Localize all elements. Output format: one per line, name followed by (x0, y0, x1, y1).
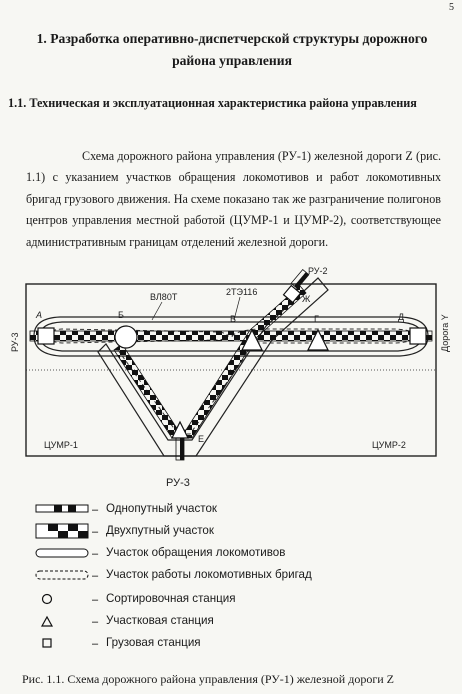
station-v-label: В (230, 314, 236, 324)
legend-label: Участок обращения локомотивов (106, 546, 286, 559)
legend-label: Участковая станция (106, 614, 214, 627)
legend-item: – Участок работы локомотивных бригад (34, 566, 434, 584)
svg-text:–: – (92, 504, 99, 516)
figure-caption: Рис. 1.1. Схема дорожного района управле… (22, 672, 395, 686)
station-g-label: Г (314, 314, 319, 324)
svg-text:–: – (92, 526, 99, 538)
legend-label: Грузовая станция (106, 636, 201, 649)
page-number: 5 (449, 2, 454, 13)
crew-section-dashed-outline-icon: – (34, 566, 100, 584)
railway-network-diagram: РУ-3 Дорога Y РУ-2 А Б В Г Д Ж Е ВЛ80Т 2… (10, 266, 450, 489)
locomotive-label-vl80t: ВЛ80Т (150, 292, 178, 302)
station-e-label: Е (198, 434, 204, 444)
zone-label-cumr1: ЦУМР-1 (44, 440, 78, 450)
double-track-line-icon: – (34, 522, 100, 540)
legend-item: – Сортировочная станция (34, 590, 434, 608)
circle-icon: – (34, 590, 100, 608)
locomotive-label-2te116: 2ТЭ116 (226, 287, 257, 297)
locomotive-section-outline-icon: – (34, 544, 100, 562)
legend-item: – Однопутный участок (34, 500, 434, 518)
svg-text:–: – (92, 594, 99, 606)
station-v-triangle-icon (241, 328, 263, 351)
legend-item: – Участок обращения локомотивов (34, 544, 434, 562)
double-track-lines (29, 285, 433, 439)
single-track-lines (175, 268, 310, 461)
triangle-icon: – (34, 612, 100, 630)
station-d-square-icon (409, 327, 427, 345)
station-d-label: Д (398, 312, 404, 322)
subsection-heading: 1.1. Техническая и эксплуатационная хара… (8, 96, 417, 110)
legend-item: – Грузовая станция (34, 634, 434, 652)
road-y-label: Дорога Y (440, 314, 450, 352)
svg-text:–: – (92, 570, 99, 582)
legend-label: Двухпутный участок (106, 524, 214, 537)
station-e-triangle-icon (171, 420, 189, 439)
station-a-label: А (35, 310, 42, 320)
legend-label: Участок работы локомотивных бригад (106, 568, 312, 581)
station-b-circle-icon (114, 325, 138, 349)
body-paragraph: Схема дорожного района управления (РУ-1)… (26, 149, 441, 249)
legend-label: Сортировочная станция (106, 592, 236, 605)
legend-item: – Участковая станция (34, 612, 434, 630)
legend-label: Однопутный участок (106, 502, 217, 515)
ru2-label: РУ-2 (308, 266, 328, 276)
crew-section-outlines (47, 328, 415, 435)
station-zh-label: Ж (302, 294, 311, 304)
single-track-line-icon: – (34, 500, 100, 518)
svg-text:–: – (92, 548, 99, 560)
station-g-triangle-icon (307, 328, 329, 351)
station-a-square-icon (37, 327, 55, 345)
station-b-label: Б (118, 310, 124, 320)
ru3-left-label: РУ-3 (10, 332, 20, 352)
zone-label-cumr2: ЦУМР-2 (372, 440, 406, 450)
svg-text:–: – (92, 616, 99, 628)
legend-item: – Двухпутный участок (34, 522, 434, 540)
station-zh-square-icon (282, 284, 302, 304)
ru3-bottom-label: РУ-3 (166, 477, 190, 489)
square-icon: – (34, 634, 100, 652)
section-heading: 1. Разработка оперативно-диспетчерской с… (36, 31, 428, 68)
svg-text:–: – (92, 638, 99, 650)
